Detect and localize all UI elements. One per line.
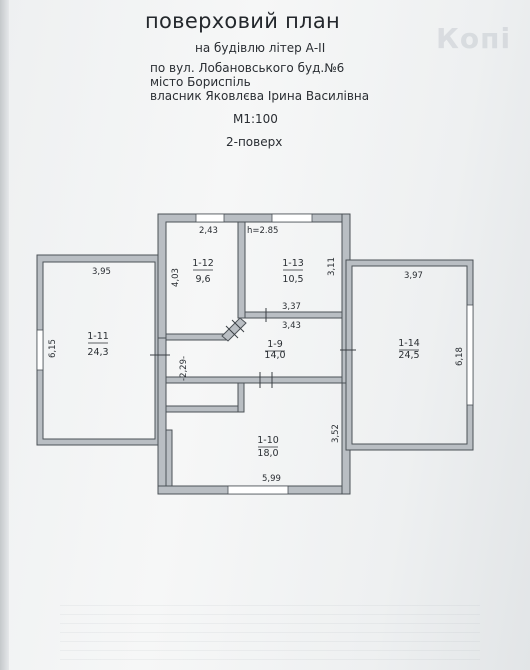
room-1-11-id: 1-11 <box>87 331 109 342</box>
wall-room-1-13-bottom <box>244 311 343 319</box>
room-1-12-area: 9,6 <box>195 274 210 285</box>
owner-line: власник Яковлєва Ірина Василівна <box>150 89 370 103</box>
window-1-10 <box>227 485 289 495</box>
dim-1-12-width: 2,43 <box>199 226 218 236</box>
wall-diagonal <box>221 317 247 342</box>
dim-1-9-left: -2,29- <box>179 356 189 381</box>
room-1-10-id: 1-10 <box>257 435 279 446</box>
dim-1-13-bottom-inner: 3,43 <box>282 321 301 331</box>
wall-closet <box>157 337 167 495</box>
copy-watermark: Копі <box>436 22 512 55</box>
room-1-13-id: 1-13 <box>282 258 304 269</box>
window-1-11 <box>36 329 44 371</box>
faint-bleedthrough-text <box>60 600 480 660</box>
dim-1-14-width: 3,97 <box>404 271 423 281</box>
page-fold-shadow <box>0 0 9 670</box>
window-1-12 <box>195 213 225 223</box>
dim-1-14-height: 6,18 <box>455 347 465 366</box>
dim-1-13-bottom-outer: 3,37 <box>282 302 301 312</box>
dim-1-10-height: 3,52 <box>331 424 341 443</box>
windows <box>36 213 474 495</box>
room-1-13-area: 10,5 <box>282 274 303 285</box>
dimension-labels: 3,95 6,15 2,43 h=2.85 4,03 3,11 3,37 3,4… <box>48 226 465 484</box>
room-1-10-area: 18,0 <box>257 448 278 459</box>
dim-1-13-height: 3,11 <box>327 257 337 276</box>
floor-label: 2-поверх <box>226 135 283 149</box>
wall-room-1-12-bottom <box>165 333 227 341</box>
wall-closet-bottom <box>165 405 245 413</box>
height-note: h=2.85 <box>247 226 278 236</box>
room-labels: 1-11 24,3 1-12 9,6 1-13 10,5 1-9 14,0 1-… <box>87 258 420 459</box>
city-line: місто Бориспіль <box>150 75 251 89</box>
walls <box>36 213 474 495</box>
wall-corridor-bottom <box>165 376 343 384</box>
wall-room-1-14 <box>345 259 474 451</box>
scale-label: М1:100 <box>233 112 278 126</box>
room-1-12-id: 1-12 <box>192 258 214 269</box>
dim-1-11-width: 3,95 <box>92 267 111 277</box>
room-1-9-area: 14,0 <box>264 350 285 361</box>
room-1-14-area: 24,5 <box>398 350 419 361</box>
address-line: по вул. Лобановського буд.№6 <box>150 61 345 75</box>
dim-1-10-width: 5,99 <box>262 474 281 484</box>
wall-partition-12-13 <box>237 221 246 319</box>
wall-room-1-10-left <box>165 429 173 487</box>
wall-closet-side <box>237 382 245 413</box>
door-marks <box>150 308 356 388</box>
window-1-13 <box>271 213 313 223</box>
dim-1-12-height: 4,03 <box>171 268 181 287</box>
page-title: поверховий план <box>145 9 341 33</box>
dim-1-11-height: 6,15 <box>48 339 58 358</box>
window-1-14 <box>466 304 474 406</box>
room-1-11-area: 24,3 <box>87 347 108 358</box>
building-subtitle: на будівлю літер А-ІІ <box>195 41 326 55</box>
room-1-14-id: 1-14 <box>398 338 420 349</box>
room-1-9-id: 1-9 <box>267 339 283 350</box>
